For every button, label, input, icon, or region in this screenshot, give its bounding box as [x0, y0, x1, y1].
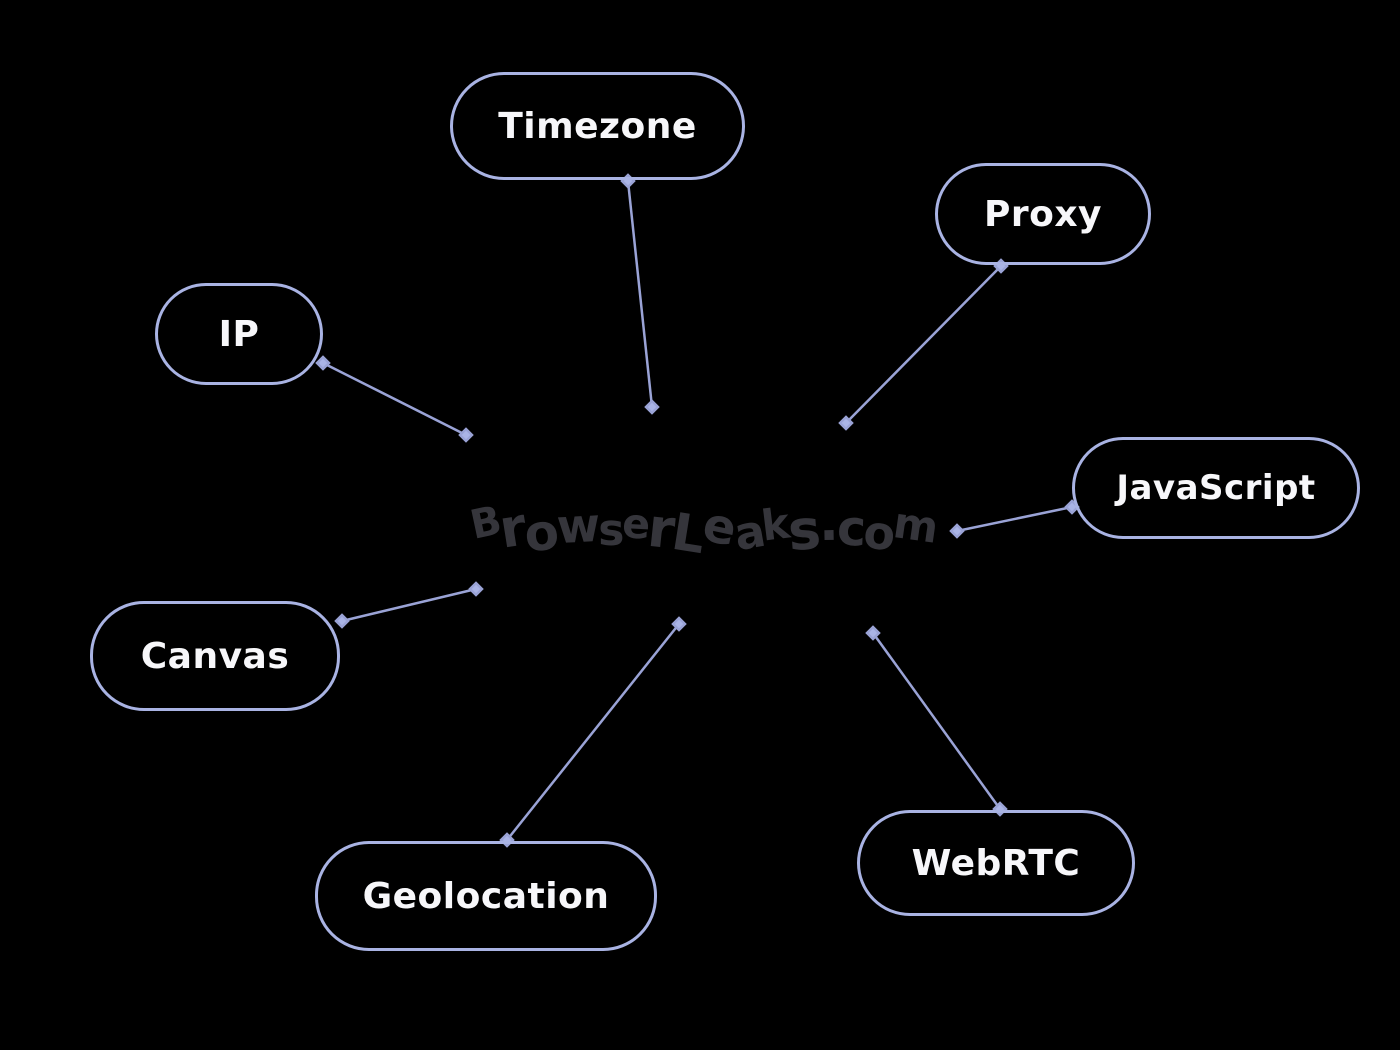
connector-endpoint-diamond — [838, 415, 854, 431]
connector-webrtc — [865, 625, 1008, 817]
connector-proxy — [838, 258, 1009, 431]
connector-endpoint-diamond — [949, 523, 965, 539]
node-label: JavaScript — [1116, 468, 1316, 508]
node-geolocation: Geolocation — [315, 841, 657, 951]
node-canvas: Canvas — [90, 601, 340, 711]
node-timezone: Timezone — [450, 72, 745, 180]
node-label: Geolocation — [362, 875, 610, 917]
node-label: Proxy — [983, 193, 1103, 235]
node-proxy: Proxy — [935, 163, 1151, 265]
connector-endpoint-diamond — [468, 581, 484, 597]
connector-endpoint-diamond — [458, 427, 474, 443]
connector-endpoint-diamond — [334, 613, 350, 629]
connector-endpoint-diamond — [671, 616, 687, 632]
connector-javascript — [949, 499, 1080, 539]
connector-geolocation — [499, 616, 687, 848]
connector-canvas — [334, 581, 484, 629]
connector-endpoint-diamond — [644, 399, 660, 415]
node-javascript: JavaScript — [1072, 437, 1360, 539]
connector-endpoint-diamond — [865, 625, 881, 641]
node-label: Timezone — [498, 105, 697, 147]
node-label: IP — [218, 313, 260, 355]
node-webrtc: WebRTC — [857, 810, 1135, 916]
connector-ip — [315, 355, 474, 443]
connector-endpoint-diamond — [315, 355, 331, 371]
node-label: WebRTC — [911, 842, 1081, 884]
node-label: Canvas — [140, 635, 290, 677]
connector-timezone — [620, 173, 660, 415]
node-ip: IP — [155, 283, 323, 385]
